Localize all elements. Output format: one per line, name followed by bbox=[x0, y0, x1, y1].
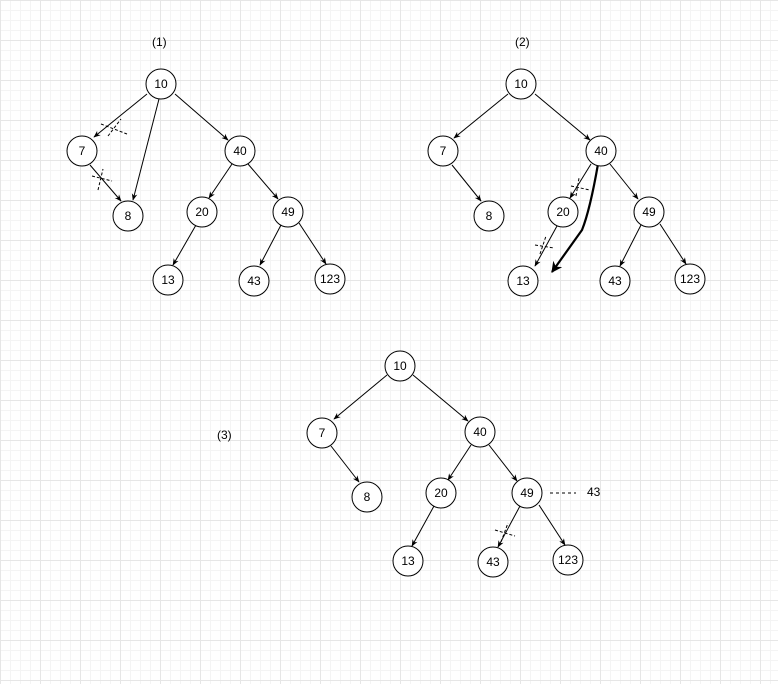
d3-edge-20-13 bbox=[411, 505, 435, 547]
d3-node-10: 10 bbox=[384, 350, 416, 382]
d1-node-40: 40 bbox=[224, 135, 256, 167]
svg-text:13: 13 bbox=[401, 554, 415, 568]
d2-node-40: 40 bbox=[585, 135, 617, 167]
d1-node-7: 7 bbox=[66, 135, 98, 167]
d1-edge-7-8 bbox=[89, 164, 122, 202]
svg-text:10: 10 bbox=[393, 359, 407, 373]
d3-cross-mark bbox=[500, 522, 509, 543]
diagram-1-caption: (1) bbox=[152, 35, 167, 49]
d3-node-49: 49 bbox=[511, 477, 543, 509]
svg-text:13: 13 bbox=[516, 274, 530, 288]
svg-text:40: 40 bbox=[594, 144, 608, 158]
svg-text:10: 10 bbox=[514, 77, 528, 91]
d1-edge-49-123 bbox=[298, 222, 327, 265]
d2-node-10: 10 bbox=[505, 68, 537, 100]
d2-edge-40-20 bbox=[569, 163, 592, 199]
d2-cross-mark bbox=[570, 185, 591, 191]
svg-text:10: 10 bbox=[154, 77, 168, 91]
d1-node-8: 8 bbox=[112, 200, 144, 232]
d1-node-123: 123 bbox=[314, 263, 346, 295]
d1-node-43: 43 bbox=[238, 265, 270, 297]
d3-node-13: 13 bbox=[392, 545, 424, 577]
d3-node-40: 40 bbox=[464, 416, 496, 448]
d1-edge-10-7 bbox=[93, 93, 148, 138]
d2-redirect-arrow bbox=[551, 163, 600, 273]
d1-edge-20-13 bbox=[172, 224, 197, 266]
diagram-2-caption: (2) bbox=[515, 35, 530, 49]
d3-node-20: 20 bbox=[425, 477, 457, 509]
d1-cross-mark bbox=[97, 168, 104, 191]
d1-cross-mark bbox=[91, 175, 113, 182]
svg-text:20: 20 bbox=[195, 205, 209, 219]
d2-edge-49-43 bbox=[619, 224, 642, 267]
d1-cross-mark bbox=[107, 118, 122, 137]
svg-text:8: 8 bbox=[364, 490, 371, 504]
d1-edge-40-20 bbox=[208, 163, 233, 199]
svg-text:13: 13 bbox=[161, 273, 175, 287]
svg-text:123: 123 bbox=[680, 272, 700, 286]
svg-text:7: 7 bbox=[440, 144, 447, 158]
d1-node-13: 13 bbox=[152, 264, 184, 296]
svg-text:20: 20 bbox=[434, 486, 448, 500]
d3-node-7: 7 bbox=[306, 417, 338, 449]
d2-edge-7-8 bbox=[451, 164, 482, 202]
diagram-1: (1) 10 7 40 8 20 49 13 43 123 bbox=[66, 35, 346, 297]
d2-cross-mark bbox=[539, 235, 547, 255]
svg-text:43: 43 bbox=[247, 274, 261, 288]
svg-text:49: 49 bbox=[281, 205, 295, 219]
d3-edge-10-7 bbox=[333, 374, 388, 420]
d2-node-20: 20 bbox=[547, 196, 579, 228]
d3-cross-mark bbox=[494, 529, 516, 537]
svg-text:8: 8 bbox=[125, 209, 132, 223]
diagram-3: (3) 43 10 7 40 8 20 49 13 43 123 bbox=[217, 350, 601, 578]
d2-edge-40-49 bbox=[609, 163, 639, 200]
d1-cross-mark bbox=[100, 123, 128, 135]
svg-text:49: 49 bbox=[520, 486, 534, 500]
d3-edge-7-8 bbox=[330, 445, 360, 483]
d1-edge-40-49 bbox=[247, 163, 279, 200]
d2-node-43: 43 bbox=[599, 265, 631, 297]
svg-text:43: 43 bbox=[486, 555, 500, 569]
svg-text:8: 8 bbox=[486, 209, 493, 223]
svg-text:123: 123 bbox=[320, 272, 340, 286]
d1-edge-49-43 bbox=[259, 224, 282, 266]
diagram-2: (2) 10 7 40 8 20 49 13 43 123 bbox=[427, 35, 706, 297]
d3-edge-40-20 bbox=[447, 444, 472, 481]
diagram-3-caption: (3) bbox=[217, 428, 232, 442]
d3-node-8: 8 bbox=[351, 481, 383, 513]
d3-edge-40-49 bbox=[488, 444, 518, 482]
d3-edge-49-123 bbox=[538, 504, 566, 546]
d1-node-49: 49 bbox=[272, 196, 304, 228]
d2-node-123: 123 bbox=[674, 263, 706, 295]
d2-edge-20-13 bbox=[534, 225, 558, 267]
svg-text:49: 49 bbox=[642, 205, 656, 219]
d2-node-7: 7 bbox=[427, 135, 459, 167]
svg-text:20: 20 bbox=[556, 205, 570, 219]
d2-edge-10-40 bbox=[534, 93, 591, 141]
d2-node-13: 13 bbox=[507, 265, 539, 297]
d3-side-label: 43 bbox=[587, 485, 601, 499]
d2-cross-mark bbox=[575, 177, 580, 197]
svg-text:43: 43 bbox=[608, 274, 622, 288]
d1-edge-10-40 bbox=[174, 93, 229, 141]
d2-cross-mark bbox=[534, 244, 555, 249]
d1-node-20: 20 bbox=[186, 196, 218, 228]
svg-text:40: 40 bbox=[473, 425, 487, 439]
d2-node-49: 49 bbox=[633, 196, 665, 228]
d3-node-123: 123 bbox=[552, 544, 584, 576]
svg-text:123: 123 bbox=[558, 553, 578, 567]
d2-edge-49-123 bbox=[659, 223, 687, 265]
d1-node-10: 10 bbox=[145, 68, 177, 100]
d2-node-8: 8 bbox=[473, 200, 505, 232]
d3-node-43: 43 bbox=[477, 546, 509, 578]
d1-edge-10-8 bbox=[131, 98, 160, 201]
svg-text:40: 40 bbox=[233, 144, 247, 158]
d2-edge-10-7 bbox=[453, 93, 509, 139]
svg-text:7: 7 bbox=[319, 426, 326, 440]
d3-edge-10-40 bbox=[412, 374, 469, 422]
svg-text:7: 7 bbox=[79, 144, 86, 158]
